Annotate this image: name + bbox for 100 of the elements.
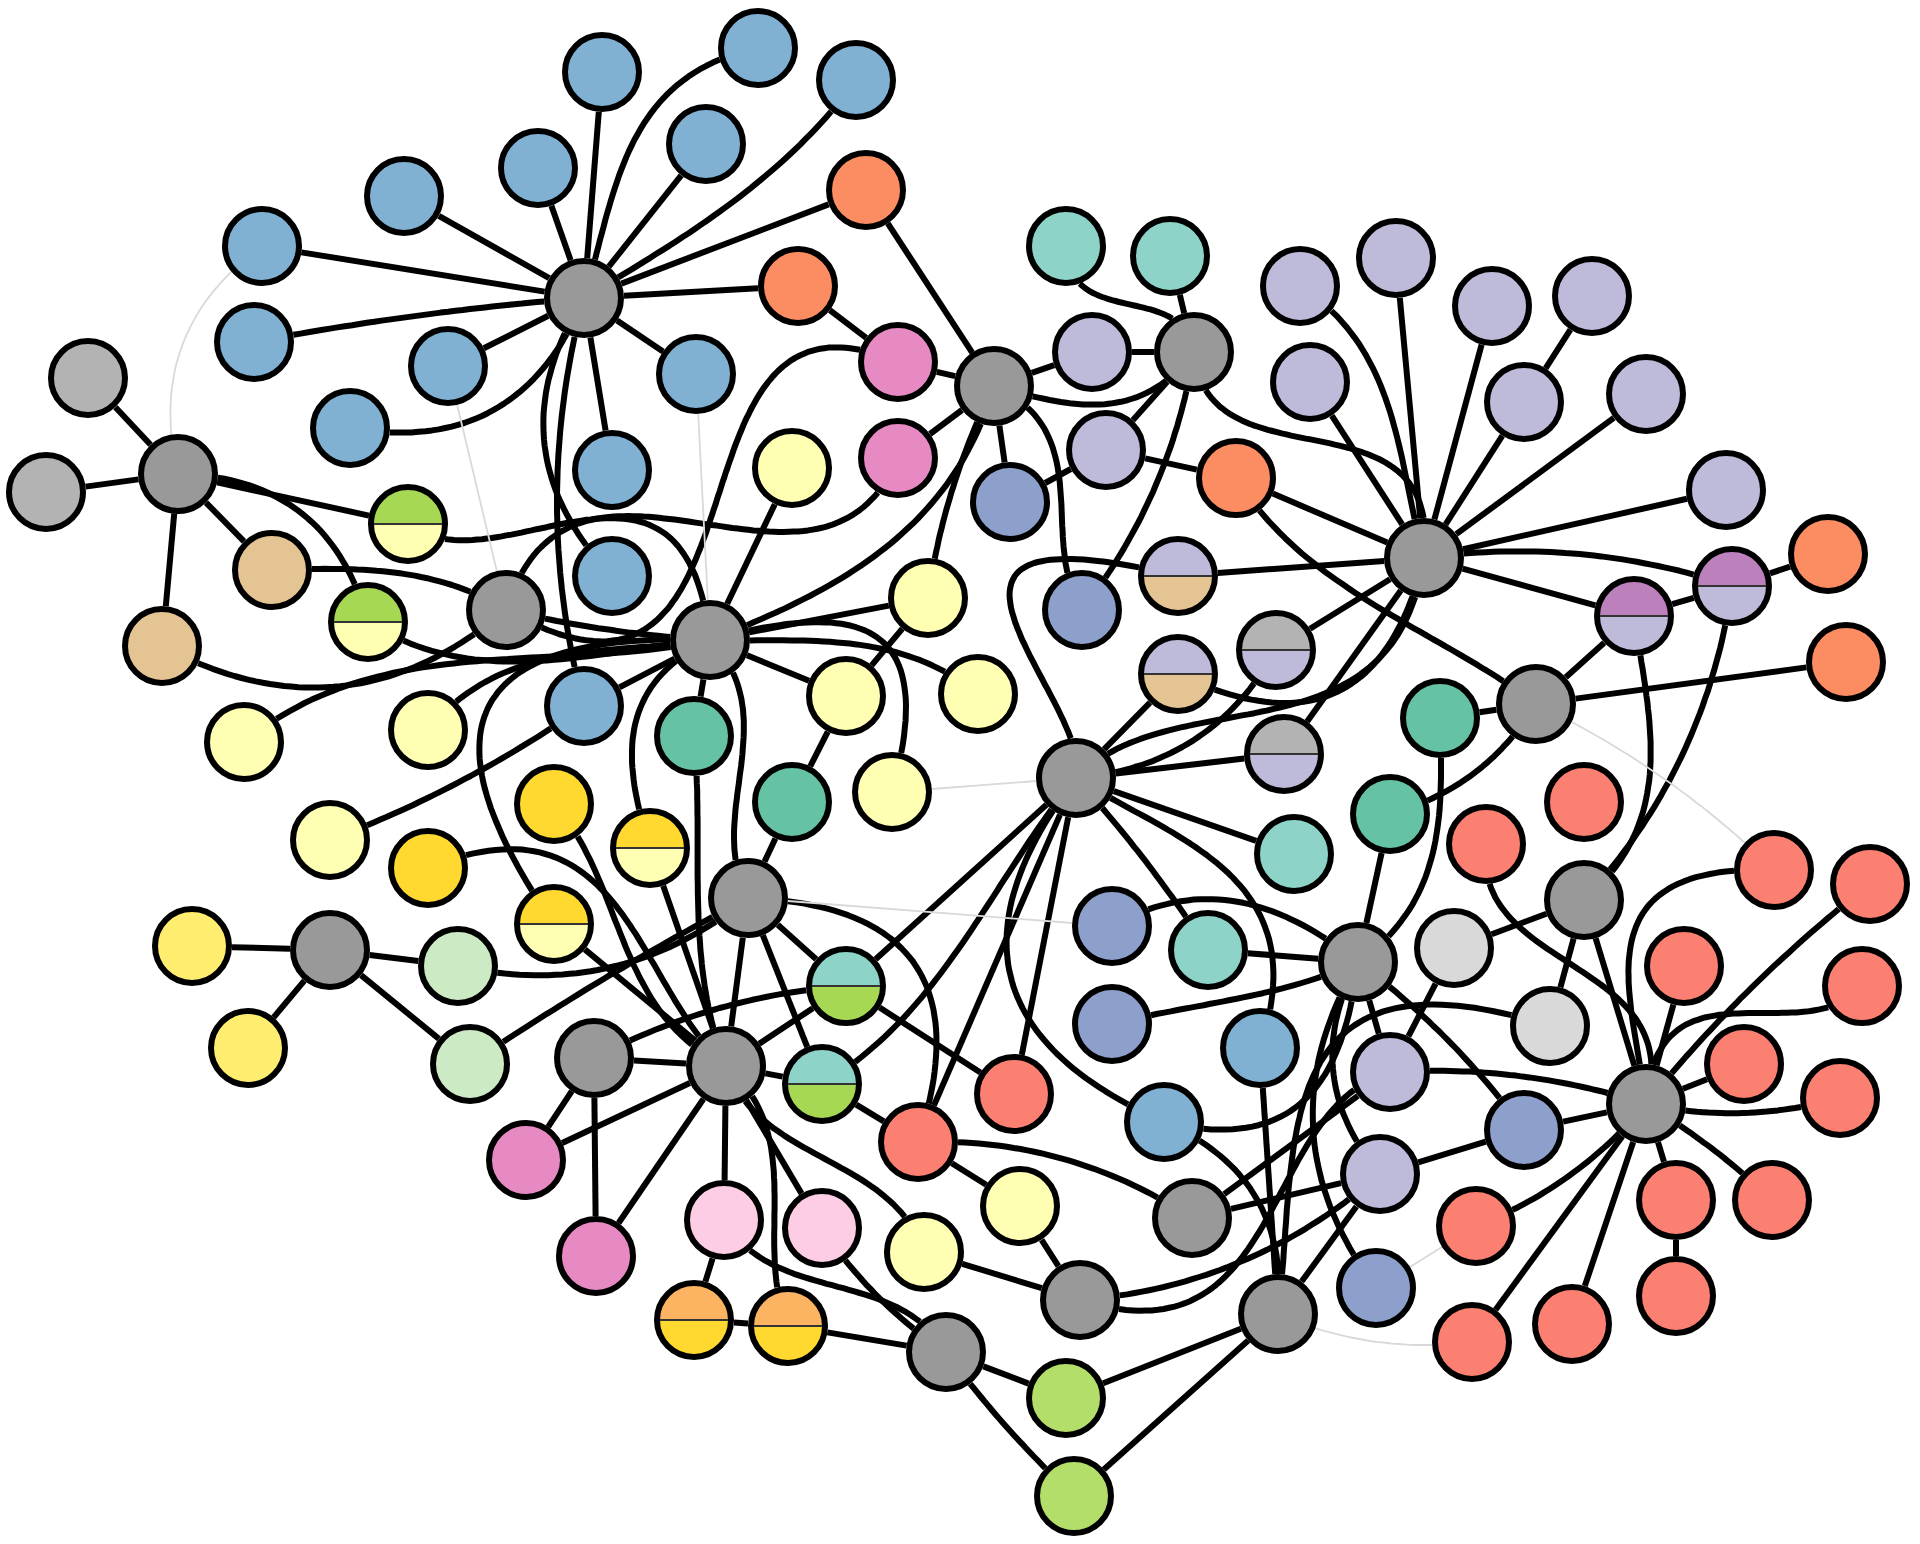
network-node (610, 808, 690, 888)
network-node (852, 752, 932, 832)
connector-line (476, 636, 671, 893)
network-node (656, 334, 736, 414)
connector-line (854, 1102, 886, 1124)
network-node (1692, 546, 1772, 626)
connector-line (554, 336, 578, 668)
network-node (1544, 762, 1624, 842)
network-node (1400, 678, 1480, 758)
connector-line (1106, 595, 1418, 757)
network-node (826, 150, 906, 230)
network-node (1066, 410, 1146, 490)
connector-line (437, 213, 551, 281)
connector-line (828, 307, 868, 341)
network-node (152, 906, 232, 986)
connector-line (1655, 1141, 1667, 1163)
connector-line (275, 644, 671, 722)
network-node (1034, 1456, 1114, 1536)
network-node (816, 40, 896, 120)
connector-line (749, 1094, 781, 1288)
connector-line (1562, 1109, 1608, 1125)
connector-line (540, 332, 589, 548)
connector-line (1039, 1238, 1061, 1268)
connector-line (1543, 328, 1573, 370)
network-node (1830, 844, 1910, 924)
connector-line (1366, 999, 1382, 1035)
connector-line (1511, 1131, 1622, 1213)
network-node (310, 388, 390, 468)
network-node (888, 558, 968, 638)
network-node (884, 1212, 964, 1292)
network-node (954, 346, 1034, 426)
network-node (1432, 1302, 1512, 1382)
network-node (1196, 438, 1276, 518)
connector-line (1329, 413, 1405, 527)
connector-line (1669, 906, 1841, 1076)
network-node (748, 1286, 828, 1366)
connector-line (618, 655, 676, 691)
connector-line (1563, 640, 1607, 680)
network-node (388, 690, 468, 770)
connector-line (1363, 852, 1385, 924)
connector-line (1203, 1000, 1355, 1133)
connector-line (582, 947, 698, 1043)
network-node (1734, 830, 1814, 910)
network-node (48, 338, 128, 418)
connector-line (748, 1247, 922, 1325)
connector-line (1112, 788, 1258, 844)
network-node (1026, 1358, 1106, 1438)
connector-line (1625, 867, 1735, 1065)
connector-line (203, 500, 247, 544)
network-node (1238, 1274, 1318, 1354)
network-node (418, 926, 498, 1006)
connector-line (1130, 379, 1170, 423)
connector-line (1100, 806, 1189, 919)
connector-line (217, 474, 358, 586)
connector-line (1271, 490, 1389, 546)
connector-line (1673, 1240, 1679, 1256)
network-node (1340, 1134, 1420, 1214)
connector-line (1653, 1003, 1677, 1067)
network-node (1544, 860, 1624, 940)
network-node (752, 762, 832, 842)
connector-line (1109, 795, 1277, 1010)
connector-line (702, 1257, 716, 1283)
network-node (806, 656, 886, 736)
network-node (782, 1188, 862, 1268)
connector-line (1043, 466, 1073, 486)
network-node (782, 1044, 862, 1124)
network-node (1496, 664, 1576, 744)
network-node (708, 858, 788, 938)
connector-line (1479, 706, 1497, 716)
connector-line (1147, 896, 1328, 942)
connector-line (544, 615, 671, 640)
network-node (758, 246, 838, 326)
connector-line (482, 313, 550, 351)
network-node (1336, 1248, 1416, 1328)
network-node (858, 322, 938, 402)
network-node (544, 666, 624, 746)
connector-line (113, 405, 153, 447)
network-node (290, 910, 370, 990)
network-node (486, 1120, 566, 1200)
connector-line (606, 173, 684, 269)
connector-line (560, 1080, 692, 1146)
network-node (1484, 1090, 1564, 1170)
network-node (980, 1166, 1060, 1246)
connector-line (730, 671, 747, 861)
connector-line (1314, 1327, 1434, 1346)
connector-line (1118, 1087, 1357, 1314)
connector-line (931, 813, 1063, 1107)
connector-line (1387, 984, 1502, 1101)
connector-line (592, 56, 721, 261)
network-node (1436, 1186, 1516, 1266)
connector-line (660, 884, 716, 1030)
connector-line (292, 298, 545, 338)
connector-line (1006, 556, 1140, 740)
connector-line (1557, 937, 1577, 989)
network-node (214, 302, 294, 382)
network-node (1138, 634, 1218, 714)
network-node (364, 156, 444, 236)
network-node (544, 258, 624, 338)
connector-line (721, 1105, 729, 1181)
network-node (686, 1026, 766, 1106)
